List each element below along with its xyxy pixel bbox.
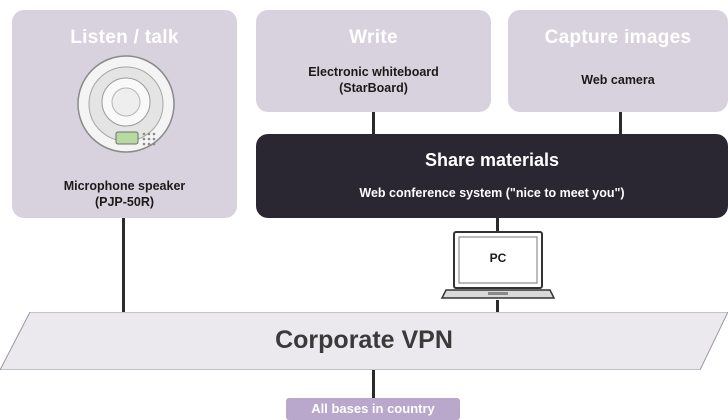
pc-label: PC xyxy=(489,251,507,265)
microphone-speaker-label: Microphone speaker (PJP-50R) xyxy=(63,179,186,209)
microphone-speaker-icon xyxy=(77,55,175,153)
listen-talk-title: Listen / talk xyxy=(70,27,179,48)
corporate-vpn-band xyxy=(0,312,728,370)
line-mic-to-vpn xyxy=(122,218,125,312)
share-materials-title: Share materials xyxy=(424,150,560,170)
line-write-to-share xyxy=(372,112,375,134)
line-vpn-to-bases xyxy=(372,370,375,398)
share-materials-box: Share materials Web conference system ("… xyxy=(256,134,728,218)
listen-talk-box: Listen / talk Microphone speaker (PJP-50… xyxy=(12,10,237,218)
whiteboard-label: Electronic whiteboard (StarBoard) xyxy=(308,65,439,95)
web-camera-label: Web camera xyxy=(581,73,655,87)
all-bases-badge: All bases in country xyxy=(286,398,460,420)
line-pc-to-vpn xyxy=(496,300,499,312)
capture-images-box: Capture images Web camera xyxy=(508,10,728,112)
line-share-to-pc xyxy=(496,218,499,232)
line-camera-to-share xyxy=(619,112,622,134)
corporate-vpn-label: Corporate VPN xyxy=(275,326,453,354)
write-box: Write Electronic whiteboard (StarBoard) xyxy=(256,10,491,112)
capture-images-title: Capture images xyxy=(544,27,692,48)
write-title: Write xyxy=(349,27,398,48)
laptop-icon xyxy=(440,231,556,299)
web-conference-label: Web conference system ("nice to meet you… xyxy=(359,186,625,200)
